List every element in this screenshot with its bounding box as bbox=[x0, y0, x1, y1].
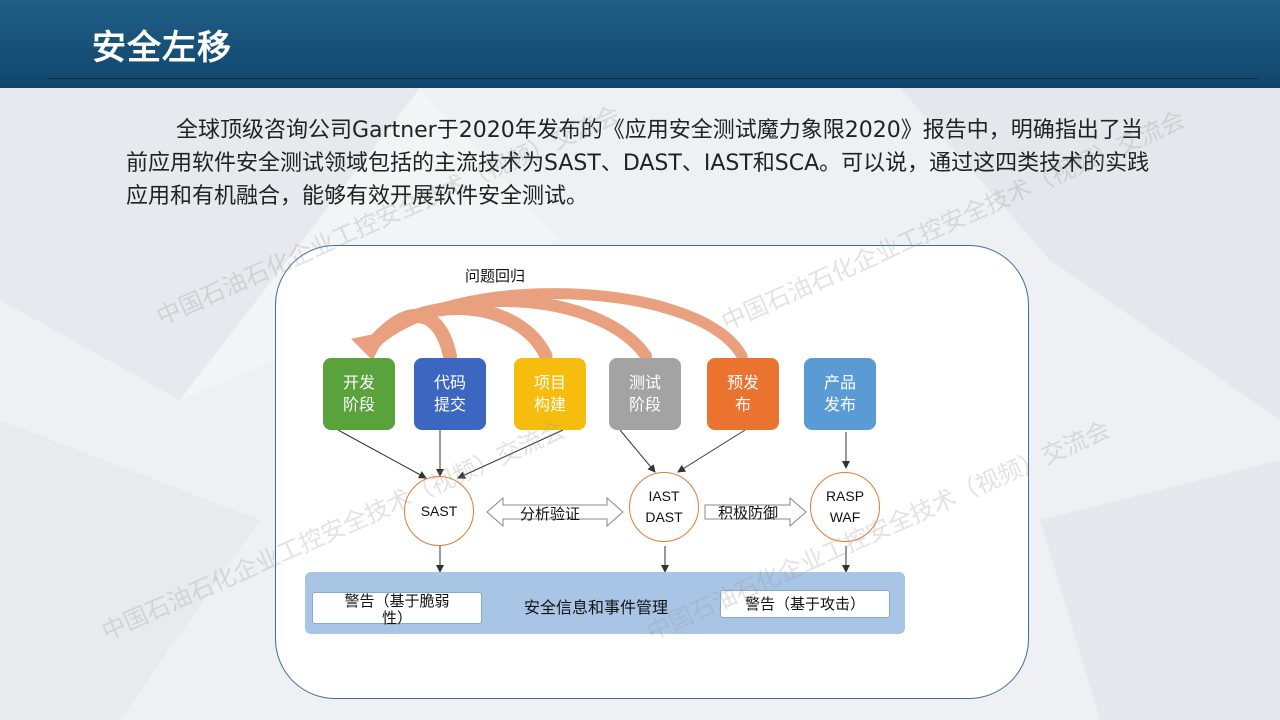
analyze-label: 分析验证 bbox=[520, 505, 581, 523]
defend-label: 积极防御 bbox=[718, 504, 779, 522]
alert-attack: 警告（基于攻击） bbox=[720, 590, 890, 618]
stage-test: 测试 阶段 bbox=[609, 358, 681, 430]
header-divider bbox=[48, 78, 1258, 79]
siem-label: 安全信息和事件管理 bbox=[524, 598, 669, 617]
loop-label: 问题回归 bbox=[465, 267, 526, 285]
stage-release: 产品 发布 bbox=[804, 358, 876, 430]
stage-dev: 开发 阶段 bbox=[323, 358, 395, 430]
stage-prerelease: 预发 布 bbox=[707, 358, 779, 430]
tech-rasp-waf: RASP WAF bbox=[810, 472, 880, 542]
tech-iast-dast: IAST DAST bbox=[629, 472, 699, 542]
intro-paragraph: 全球顶级咨询公司Gartner于2020年发布的《应用安全测试魔力象限2020》… bbox=[126, 118, 1150, 209]
stage-commit: 代码 提交 bbox=[414, 358, 486, 430]
stage-build: 项目 构建 bbox=[514, 358, 586, 430]
header-bar: 安全左移 bbox=[0, 0, 1280, 88]
tech-sast: SAST bbox=[404, 476, 474, 546]
page-title: 安全左移 bbox=[92, 28, 232, 68]
alert-vuln: 警告（基于脆弱 性） bbox=[312, 592, 482, 627]
